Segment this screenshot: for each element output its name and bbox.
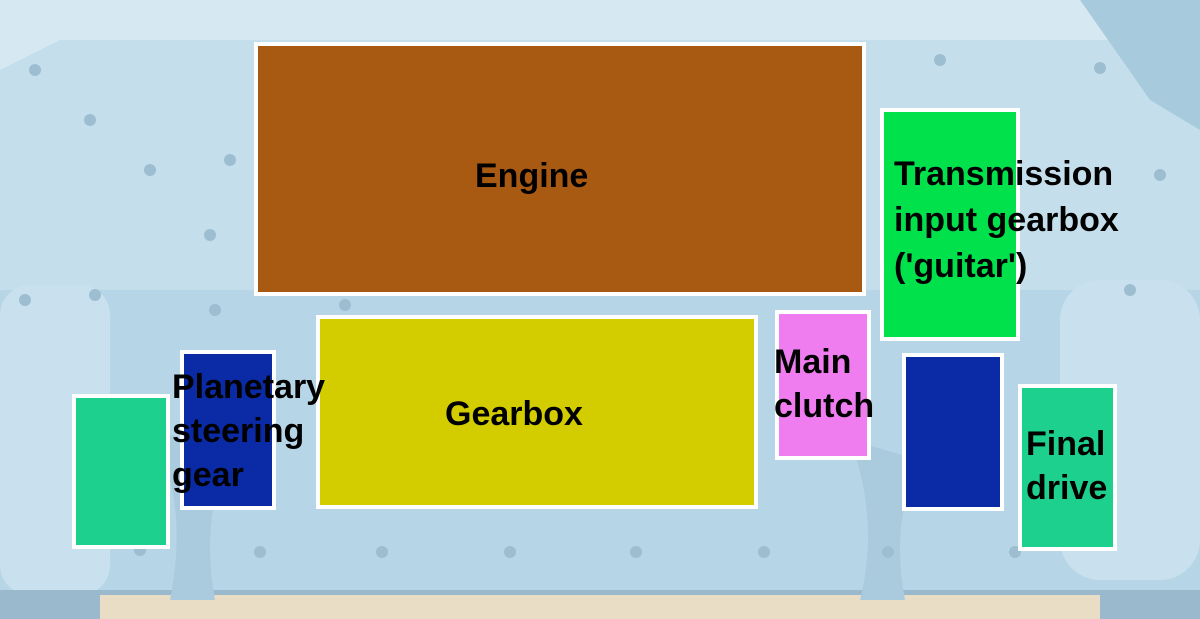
gearbox-block [316,315,758,509]
engine-block [254,42,866,296]
left-final-drive-block [72,394,170,549]
gearbox-label: Gearbox [445,395,583,433]
planetary-steering-gear-block [180,350,276,510]
engine-label: Engine [475,157,589,195]
final-drive-block [1018,384,1117,551]
right-planetary-steering-gear-block [902,353,1004,511]
main-clutch-block [775,310,871,460]
main-clutch-label: Main clutch [774,343,875,426]
final-drive-label: Final drive [1026,425,1108,508]
transmission-input-gearbox-label: Transmission input gearbox ('guitar') [894,155,1119,285]
transmission-input-gearbox-block [880,108,1020,341]
planetary-steering-gear-label: Planetary steering gear [172,368,326,495]
